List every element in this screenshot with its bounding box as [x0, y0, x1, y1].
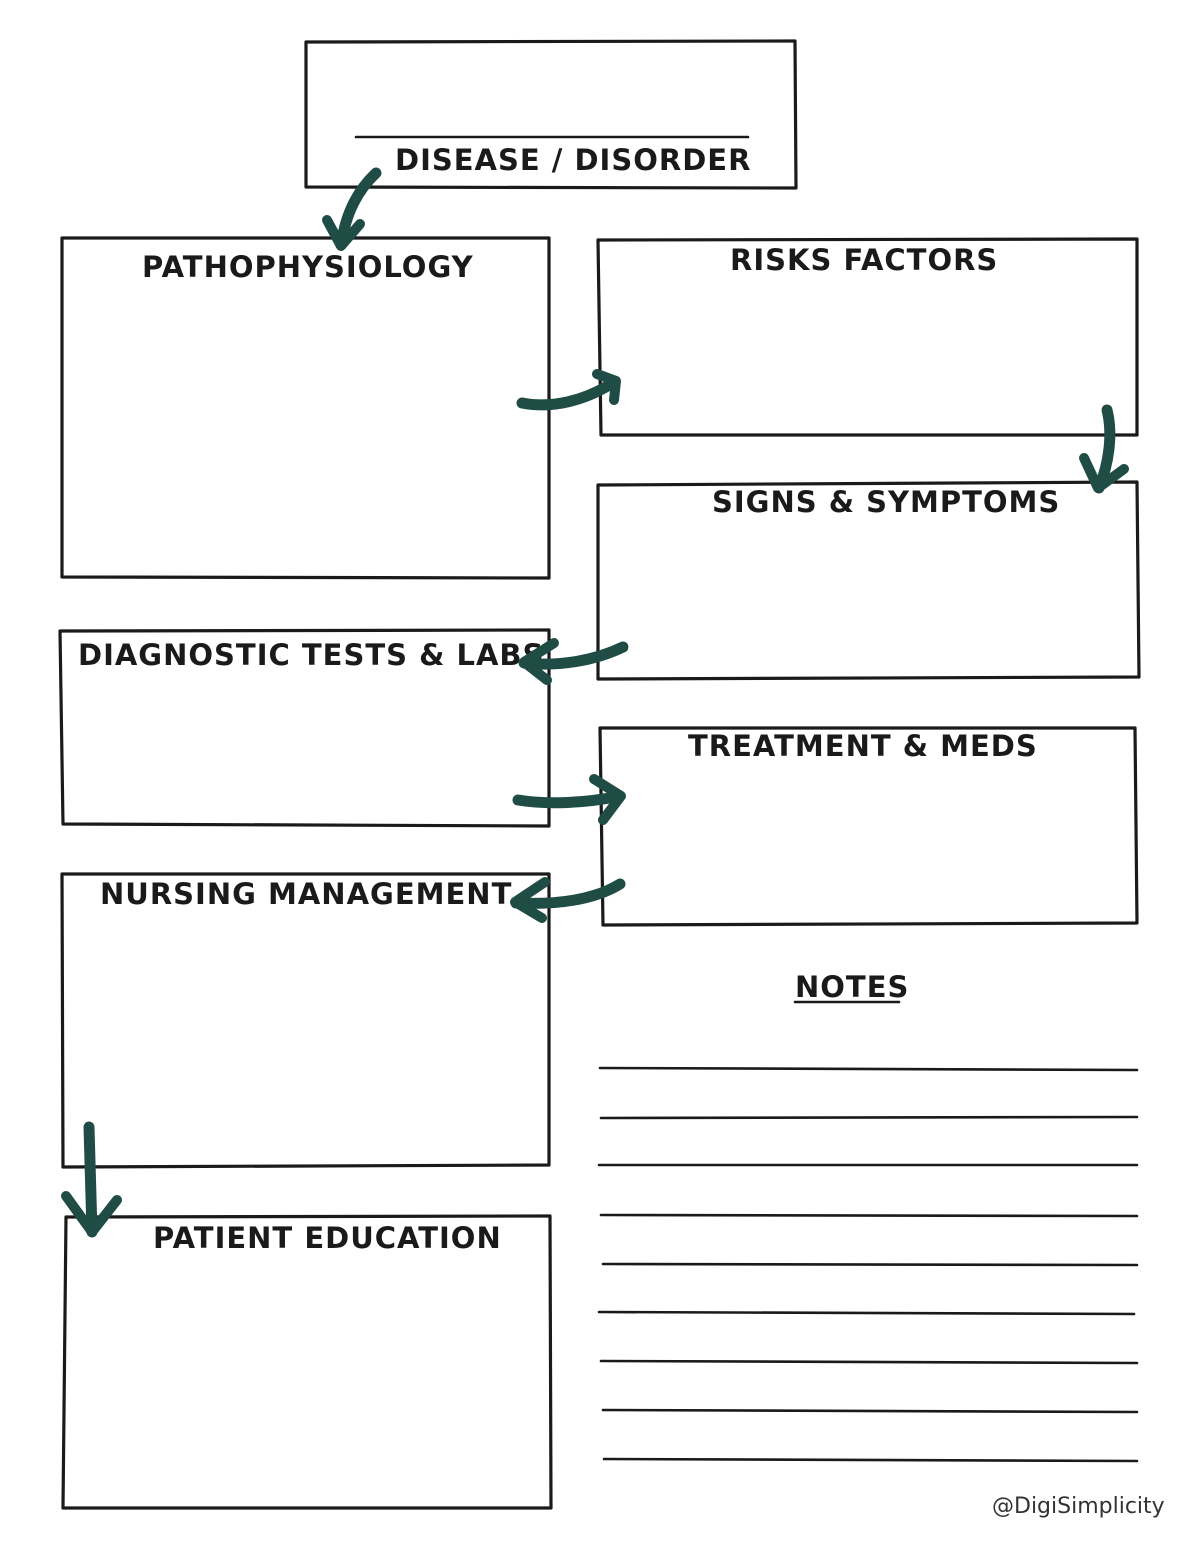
- credit-signature: @DigiSimplicity: [992, 1494, 1165, 1519]
- risk-factors-label: RISKS FACTORS: [730, 243, 998, 277]
- notes-line[interactable]: [601, 1408, 1139, 1414]
- notes-line[interactable]: [601, 1262, 1139, 1267]
- notes-line[interactable]: [602, 1457, 1139, 1463]
- nursing-label: NURSING MANAGEMENT: [100, 877, 512, 911]
- disease-label: DISEASE / DISORDER: [395, 143, 751, 177]
- diagnostic-box[interactable]: [58, 628, 551, 828]
- pathophysiology-box[interactable]: [60, 236, 551, 580]
- notes-line[interactable]: [599, 1213, 1139, 1218]
- notes-heading: NOTES: [795, 970, 909, 1004]
- patient-education-label: PATIENT EDUCATION: [153, 1221, 502, 1255]
- treatment-box[interactable]: [598, 726, 1139, 927]
- notes-lines[interactable]: [597, 1066, 1139, 1463]
- arrow-risk-factors-to-signs: [1079, 404, 1129, 494]
- nursing-box[interactable]: [60, 872, 551, 1169]
- notes-line[interactable]: [599, 1115, 1139, 1120]
- arrow-diagnostic-to-treatment: [512, 774, 626, 825]
- arrow-nursing-to-patient-education: [61, 1121, 122, 1238]
- signs-symptoms-box[interactable]: [596, 480, 1141, 681]
- diagnostic-label: DIAGNOSTIC TESTS & LABS: [78, 638, 544, 672]
- signs-symptoms-label: SIGNS & SYMPTOMS: [712, 485, 1060, 519]
- disease-box[interactable]: [304, 39, 798, 190]
- notes-line[interactable]: [598, 1066, 1139, 1072]
- arrow-signs-to-diagnostic: [518, 638, 629, 685]
- notes-line[interactable]: [597, 1310, 1136, 1316]
- arrow-treatment-to-nursing: [510, 877, 626, 923]
- notes-line[interactable]: [599, 1359, 1139, 1365]
- treatment-label: TREATMENT & MEDS: [688, 729, 1038, 763]
- patient-education-box[interactable]: [61, 1214, 553, 1510]
- arrow-pathophysiology-to-risk-factors: [516, 369, 621, 411]
- pathophysiology-label: PATHOPHYSIOLOGY: [142, 250, 474, 284]
- arrow-disease-to-pathophysiology: [322, 167, 382, 251]
